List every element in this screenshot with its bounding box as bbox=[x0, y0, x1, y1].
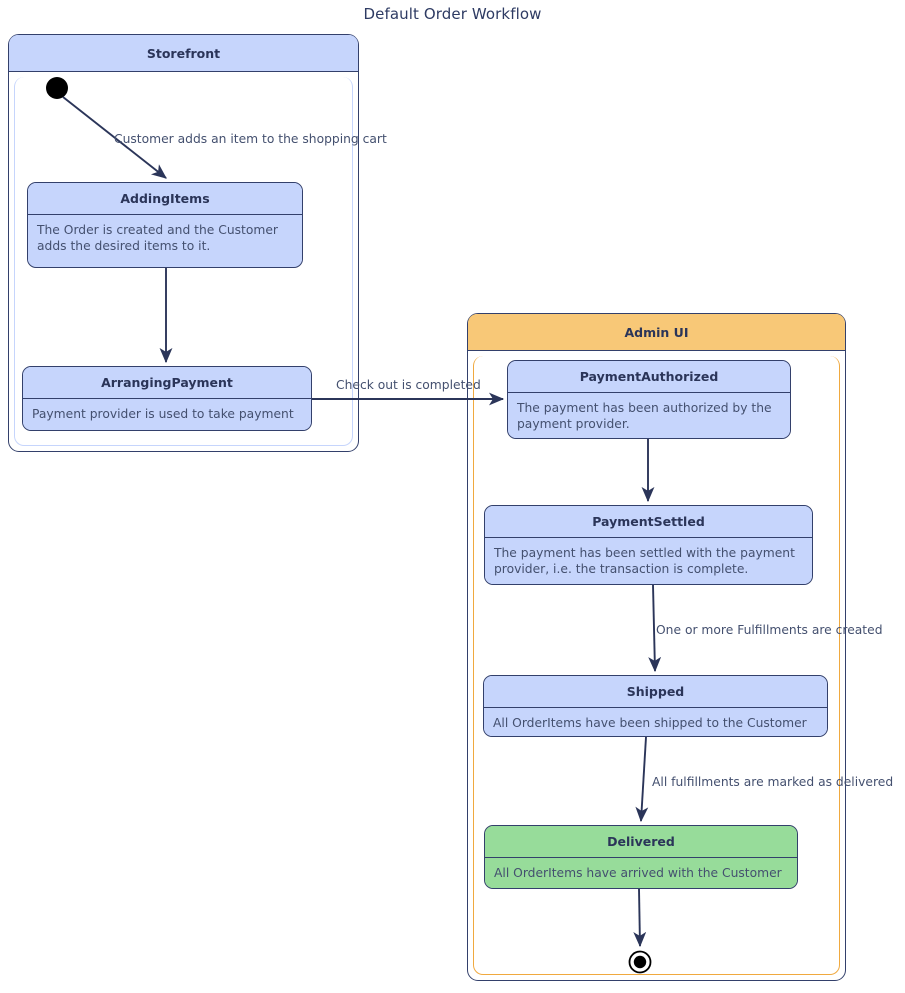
state-name-adding-items: AddingItems bbox=[28, 183, 302, 215]
state-adding-items[interactable]: AddingItems The Order is created and the… bbox=[27, 182, 303, 268]
state-description-shipped: All OrderItems have been shipped to the … bbox=[484, 708, 827, 736]
state-name-payment-settled: PaymentSettled bbox=[485, 506, 812, 538]
state-name-delivered: Delivered bbox=[485, 826, 797, 858]
state-description-payment-authorized: The payment has been authorized by the p… bbox=[508, 393, 790, 438]
transition-label-fulfillments-created: One or more Fulfillments are created bbox=[656, 623, 883, 637]
state-description-payment-settled: The payment has been settled with the pa… bbox=[485, 538, 812, 584]
state-description-arranging-payment: Payment provider is used to take payment bbox=[23, 399, 311, 430]
state-delivered[interactable]: Delivered All OrderItems have arrived wi… bbox=[484, 825, 798, 889]
transition-shipped-to-delivered bbox=[635, 736, 649, 823]
state-payment-authorized[interactable]: PaymentAuthorized The payment has been a… bbox=[507, 360, 791, 439]
state-shipped[interactable]: Shipped All OrderItems have been shipped… bbox=[483, 675, 828, 737]
transition-label-marked-delivered: All fulfillments are marked as delivered bbox=[652, 775, 894, 789]
page-title: Default Order Workflow bbox=[363, 5, 542, 23]
composite-header-admin-ui: Admin UI bbox=[468, 314, 845, 351]
state-description-delivered: All OrderItems have arrived with the Cus… bbox=[485, 858, 797, 888]
transition-initial-to-adding-items bbox=[62, 96, 167, 179]
initial-state-icon bbox=[46, 77, 68, 99]
transition-label-initial-to-adding-items: Customer adds an item to the shopping ca… bbox=[114, 132, 387, 146]
transition-delivered-to-final bbox=[633, 888, 647, 948]
final-state-icon bbox=[628, 950, 652, 974]
state-name-payment-authorized: PaymentAuthorized bbox=[508, 361, 790, 393]
transition-label-checkout: Check out is completed bbox=[336, 378, 481, 392]
state-name-arranging-payment: ArrangingPayment bbox=[23, 367, 311, 399]
state-payment-settled[interactable]: PaymentSettled The payment has been sett… bbox=[484, 505, 813, 585]
composite-header-storefront: Storefront bbox=[9, 35, 358, 72]
state-name-shipped: Shipped bbox=[484, 676, 827, 708]
transition-payment-settled-to-shipped bbox=[648, 584, 662, 673]
state-arranging-payment[interactable]: ArrangingPayment Payment provider is use… bbox=[22, 366, 312, 431]
state-description-adding-items: The Order is created and the Customer ad… bbox=[28, 215, 302, 263]
